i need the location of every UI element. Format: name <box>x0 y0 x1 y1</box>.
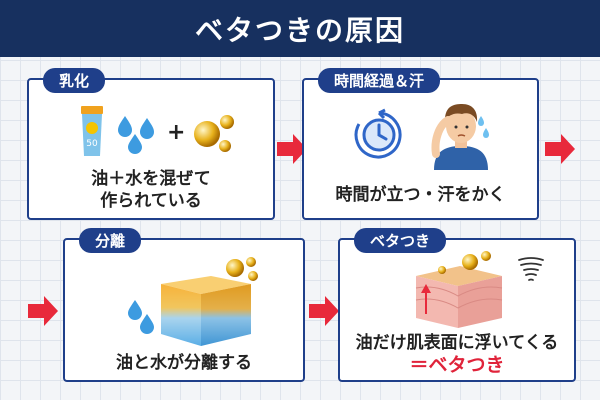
step-card-time-sweat: 時間経過＆汗 時間が立つ・汗をかく <box>302 68 539 220</box>
step-caption: 油と水が分離する <box>116 353 252 373</box>
step-tag: 時間経過＆汗 <box>318 68 441 93</box>
step-card-emulsion: 乳化 50 + 油＋水を混ぜて 作られている <box>27 68 275 220</box>
arrow-right-icon <box>545 134 575 164</box>
sweating-man-icon <box>431 104 489 170</box>
arrow-right-icon <box>309 296 339 326</box>
step-card-stickiness: ベタつき 油だけ肌表面に浮いてくる ＝ベタつき <box>338 228 576 382</box>
skin-layer-icon <box>415 251 503 328</box>
water-drop-icon <box>128 300 154 334</box>
step-caption: 時間が立つ・汗をかく <box>335 185 506 205</box>
plus-sign: + <box>167 120 186 145</box>
water-drop-icon <box>118 116 154 154</box>
swirl-icon <box>518 257 544 281</box>
arrow-right-icon <box>277 134 307 164</box>
step-tag: 乳化 <box>43 68 106 93</box>
oil-drop-icon <box>194 115 234 152</box>
arrow-right-icon <box>28 296 58 326</box>
sunscreen-tube-icon: 50 <box>81 106 103 156</box>
step-tag: ベタつき <box>354 228 447 253</box>
step-card-separation: 分離 <box>63 228 305 382</box>
step-caption: 油だけ肌表面に浮いてくる ＝ベタつき <box>355 333 559 376</box>
clock-icon <box>354 108 402 159</box>
step-tag: 分離 <box>79 228 142 253</box>
spf-label: 50 <box>86 139 98 149</box>
separated-cube-icon <box>161 257 258 346</box>
page-title: ベタつきの原因 <box>0 0 600 57</box>
step-caption: 油＋水を混ぜて 作られている <box>91 169 211 211</box>
